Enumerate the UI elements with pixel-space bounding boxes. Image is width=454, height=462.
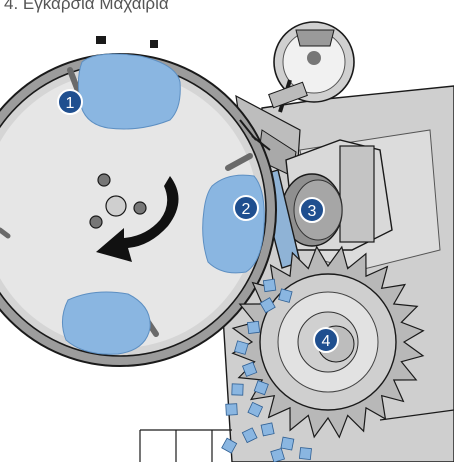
product-piece-2 bbox=[203, 175, 265, 273]
diced-cube bbox=[263, 279, 275, 291]
marker-2: 2 bbox=[234, 196, 258, 220]
diced-cube bbox=[281, 437, 294, 450]
feed-roller-assembly bbox=[282, 140, 392, 250]
marker-2-label: 2 bbox=[242, 201, 251, 218]
marker-1-label: 1 bbox=[66, 95, 75, 112]
diced-cube bbox=[232, 384, 243, 395]
marker-3: 3 bbox=[300, 198, 324, 222]
diced-cube bbox=[261, 423, 274, 436]
diced-cube bbox=[279, 289, 292, 302]
marker-1: 1 bbox=[58, 90, 82, 114]
marker-3-label: 3 bbox=[308, 203, 317, 220]
product-piece-1 bbox=[78, 54, 180, 129]
diagram-title: 4. Εγκάρσια Μαχαίρια bbox=[4, 0, 169, 14]
marker-4: 4 bbox=[314, 328, 338, 352]
diced-cube bbox=[226, 404, 238, 416]
diced-cube bbox=[299, 448, 311, 460]
product-piece-3 bbox=[62, 292, 150, 354]
marker-4-label: 4 bbox=[322, 333, 331, 350]
diced-cube bbox=[247, 321, 259, 333]
diced-cube bbox=[235, 341, 249, 355]
